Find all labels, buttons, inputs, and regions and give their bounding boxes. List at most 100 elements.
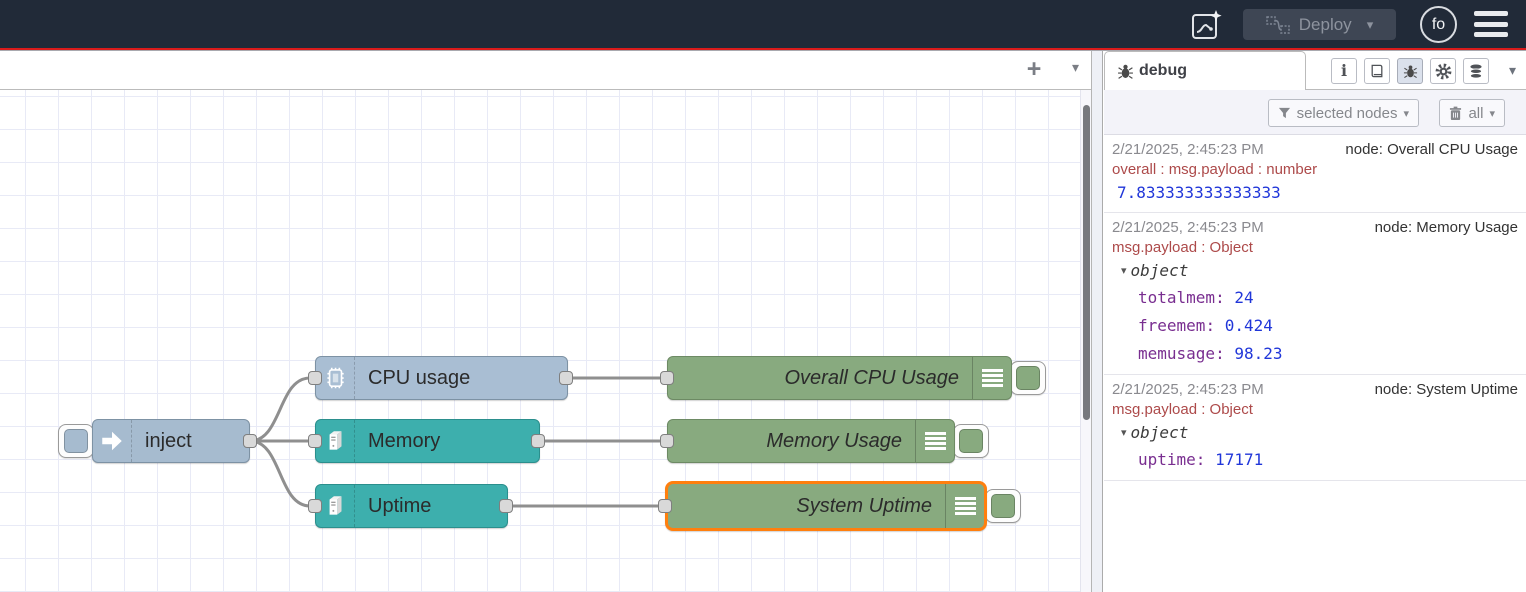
server-tower-icon bbox=[316, 485, 355, 527]
node-uptime[interactable]: Uptime bbox=[315, 484, 508, 528]
info-tab-button[interactable]: i bbox=[1331, 58, 1357, 84]
message-source-node: node: Memory Usage bbox=[1374, 219, 1518, 236]
message-property-path: overall : msg.payload : number bbox=[1112, 161, 1318, 178]
debug-tab-button[interactable] bbox=[1397, 58, 1423, 84]
microchip-icon bbox=[316, 357, 355, 399]
deploy-label: Deploy bbox=[1298, 14, 1352, 34]
database-icon bbox=[1469, 63, 1483, 79]
message-timestamp: 2/21/2025, 2:45:23 PM bbox=[1112, 381, 1264, 398]
clear-messages-button[interactable]: all ▾ bbox=[1439, 99, 1505, 127]
node-debug-memory-usage[interactable]: Memory Usage bbox=[667, 419, 955, 463]
node-inject[interactable]: inject bbox=[92, 419, 250, 463]
bug-icon bbox=[1118, 64, 1133, 79]
context-data-tab-button[interactable] bbox=[1463, 58, 1489, 84]
message-source-node: node: Overall CPU Usage bbox=[1345, 141, 1518, 158]
book-icon bbox=[1371, 64, 1383, 78]
config-tab-button[interactable] bbox=[1430, 58, 1456, 84]
object-expander[interactable]: ▾object bbox=[1112, 420, 1518, 446]
inject-arrow-icon bbox=[93, 420, 132, 462]
debug-lines-icon bbox=[972, 357, 1011, 399]
debug-toggle-button-overall-cpu[interactable] bbox=[1010, 361, 1046, 395]
help-tab-button[interactable] bbox=[1364, 58, 1390, 84]
debug-message: 2/21/2025, 2:45:23 PM node: System Uptim… bbox=[1104, 375, 1526, 481]
debug-message-list: 2/21/2025, 2:45:23 PM node: Overall CPU … bbox=[1104, 135, 1526, 592]
node-label: System Uptime bbox=[796, 494, 932, 517]
sidebar-tab-bar: debug i bbox=[1104, 51, 1526, 90]
port-debug-uptime-input[interactable] bbox=[658, 499, 672, 513]
port-cpu-output[interactable] bbox=[559, 371, 573, 385]
canvas-border bbox=[1091, 51, 1092, 592]
message-property-path: msg.payload : Object bbox=[1112, 239, 1253, 256]
filter-selected-nodes-button[interactable]: selected nodes ▾ bbox=[1267, 99, 1419, 127]
debug-toggle-button-uptime[interactable] bbox=[985, 489, 1021, 523]
object-entry: memusage98.23 bbox=[1112, 340, 1518, 368]
canvas-scrollbar-thumb[interactable] bbox=[1083, 105, 1090, 420]
object-entry: uptime17171 bbox=[1112, 446, 1518, 474]
debug-message: 2/21/2025, 2:45:23 PM node: Memory Usage… bbox=[1104, 213, 1526, 375]
deploy-caret-icon[interactable]: ▾ bbox=[1366, 16, 1374, 32]
node-label: Uptime bbox=[368, 494, 432, 517]
clear-caret-icon: ▾ bbox=[1489, 107, 1495, 120]
tab-debug[interactable]: debug bbox=[1104, 51, 1306, 90]
entry-value: 17171 bbox=[1215, 450, 1264, 469]
entry-key: freemem bbox=[1138, 316, 1225, 335]
message-property-path: msg.payload : Object bbox=[1112, 401, 1253, 418]
debug-message: 2/21/2025, 2:45:23 PM node: Overall CPU … bbox=[1104, 135, 1526, 213]
node-label: Overall CPU Usage bbox=[784, 366, 959, 389]
port-inject-output[interactable] bbox=[243, 434, 257, 448]
main-menu-button[interactable] bbox=[1474, 11, 1508, 37]
collapse-caret-icon[interactable]: ▾ bbox=[1121, 427, 1127, 439]
deploy-nodes-icon bbox=[1266, 15, 1290, 34]
node-label: Memory Usage bbox=[766, 429, 902, 452]
flow-assistant-button[interactable] bbox=[1188, 7, 1224, 43]
port-memory-input[interactable] bbox=[308, 434, 322, 448]
object-entry: totalmem24 bbox=[1112, 284, 1518, 312]
header-divider bbox=[0, 50, 1526, 51]
avatar-initials: fo bbox=[1431, 15, 1446, 33]
add-flow-button[interactable]: + bbox=[1026, 54, 1042, 83]
node-label: Memory bbox=[368, 429, 441, 452]
user-avatar[interactable]: fo bbox=[1420, 6, 1457, 43]
sidebar-splitter[interactable] bbox=[1092, 51, 1103, 592]
flow-list-caret-icon[interactable]: ▾ bbox=[1071, 59, 1079, 75]
entry-value: 98.23 bbox=[1234, 344, 1283, 363]
port-uptime-output[interactable] bbox=[499, 499, 513, 513]
entry-value: 0.424 bbox=[1224, 316, 1273, 335]
sidebar-menu-caret-icon[interactable]: ▾ bbox=[1508, 62, 1516, 78]
entry-key: memusage bbox=[1138, 344, 1234, 363]
node-memory[interactable]: Memory bbox=[315, 419, 540, 463]
port-cpu-input[interactable] bbox=[308, 371, 322, 385]
trash-icon bbox=[1450, 106, 1462, 120]
sidebar-toolbar: i bbox=[1331, 58, 1489, 84]
info-icon: i bbox=[1340, 61, 1348, 80]
object-label: object bbox=[1130, 423, 1189, 442]
debug-lines-icon bbox=[945, 484, 984, 528]
server-tower-icon bbox=[316, 420, 355, 462]
object-label: object bbox=[1130, 261, 1189, 280]
message-timestamp: 2/21/2025, 2:45:23 PM bbox=[1112, 141, 1264, 158]
collapse-caret-icon[interactable]: ▾ bbox=[1121, 265, 1127, 277]
node-debug-system-uptime[interactable]: System Uptime bbox=[665, 481, 987, 531]
object-entry: freemem0.424 bbox=[1112, 312, 1518, 340]
app-header: Deploy ▾ fo bbox=[0, 0, 1526, 48]
flow-canvas[interactable] bbox=[0, 90, 1080, 592]
debug-toggle-button-memory[interactable] bbox=[953, 424, 989, 458]
message-timestamp: 2/21/2025, 2:45:23 PM bbox=[1112, 219, 1264, 236]
filter-caret-icon: ▾ bbox=[1403, 107, 1409, 120]
port-memory-output[interactable] bbox=[531, 434, 545, 448]
deploy-button[interactable]: Deploy ▾ bbox=[1243, 9, 1396, 40]
filter-funnel-icon bbox=[1278, 107, 1290, 118]
port-uptime-input[interactable] bbox=[308, 499, 322, 513]
inject-trigger-button[interactable] bbox=[58, 424, 94, 458]
node-debug-overall-cpu[interactable]: Overall CPU Usage bbox=[667, 356, 1012, 400]
filter-label: selected nodes bbox=[1296, 104, 1398, 122]
port-debug-memory-input[interactable] bbox=[660, 434, 674, 448]
node-cpu-usage[interactable]: CPU usage bbox=[315, 356, 568, 400]
port-debug-cpu-input[interactable] bbox=[660, 371, 674, 385]
bug-icon bbox=[1403, 65, 1417, 78]
object-expander[interactable]: ▾object bbox=[1112, 258, 1518, 284]
entry-value: 24 bbox=[1234, 288, 1254, 307]
header-accent-line bbox=[0, 48, 1526, 50]
node-label: CPU usage bbox=[368, 366, 471, 389]
